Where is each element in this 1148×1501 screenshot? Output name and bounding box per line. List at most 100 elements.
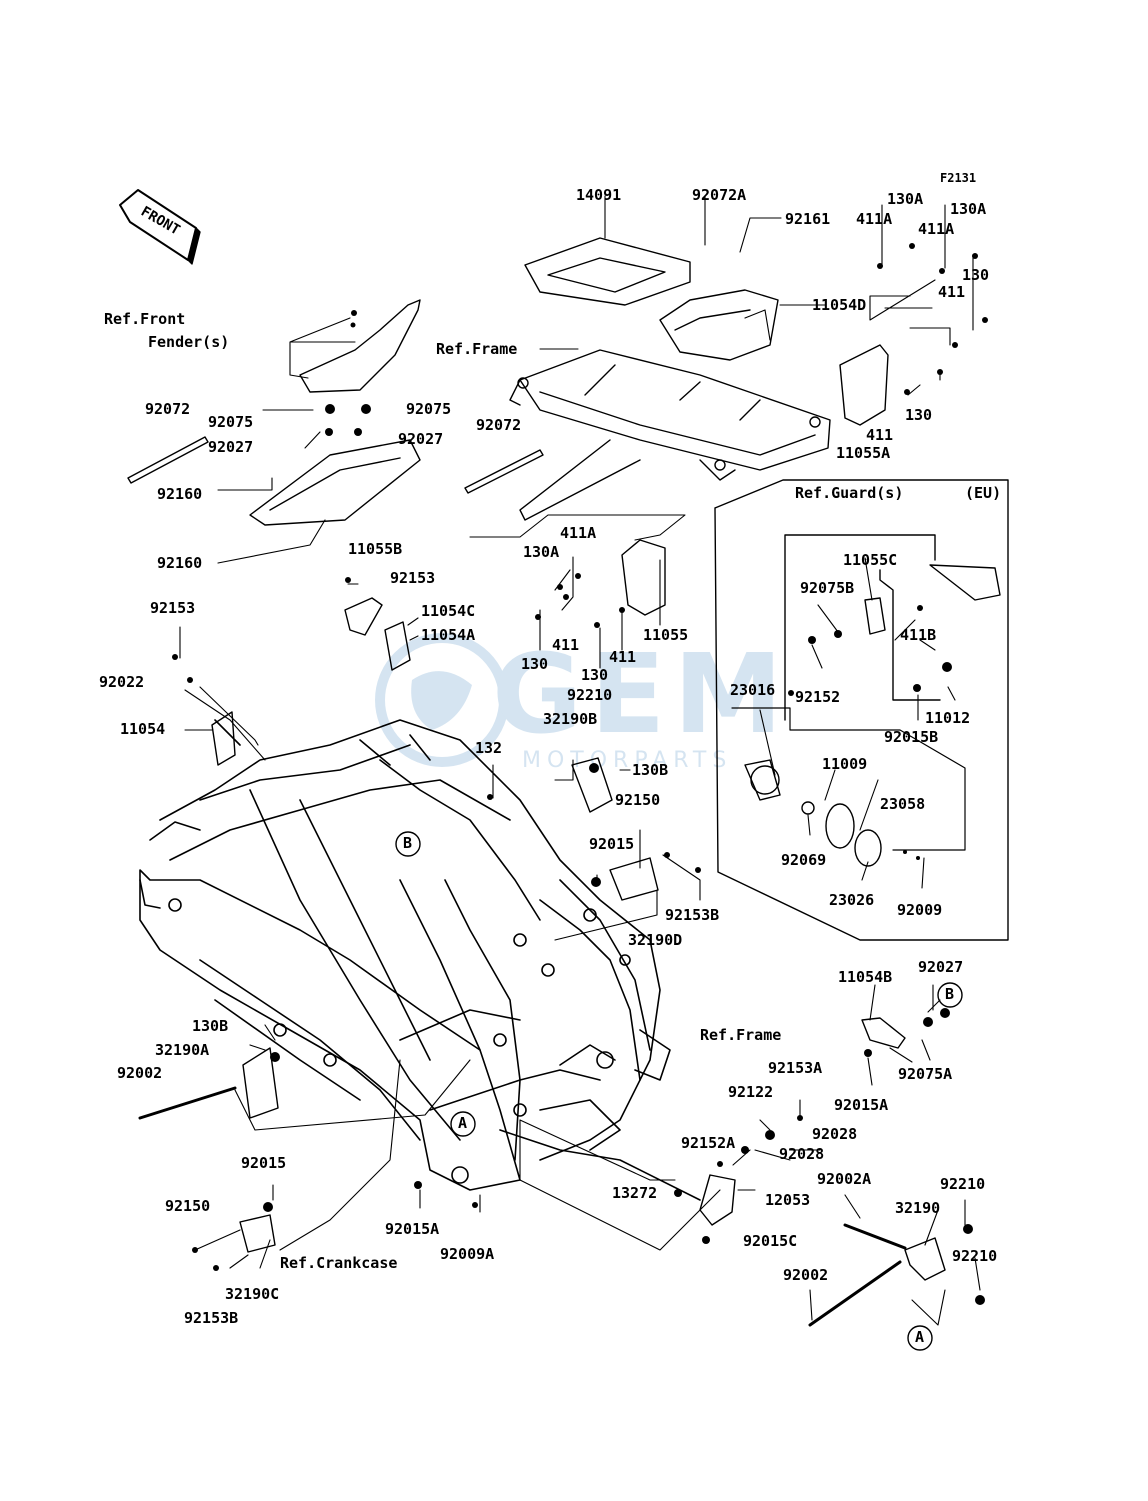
part-11055c: 11055C	[843, 551, 898, 569]
eu-label: (EU)	[965, 484, 1002, 502]
part-92022: 92022	[99, 673, 145, 691]
part-32190d: 32190D	[628, 931, 683, 949]
part-12053: 12053	[765, 1191, 811, 1209]
part-92161: 92161	[785, 210, 831, 228]
part-92028-2: 92028	[779, 1145, 825, 1163]
part-92015a-2: 92015A	[385, 1220, 440, 1238]
watermark: GEM MOTORPARTS	[372, 620, 802, 780]
part-11054d: 11054D	[812, 296, 867, 314]
part-92150-1: 92150	[615, 791, 661, 809]
bracket-11054b	[861, 1017, 906, 1049]
part-32190c: 32190C	[225, 1285, 280, 1303]
part-92027-right: 92027	[398, 430, 444, 448]
fender-bracket	[299, 299, 421, 393]
bracket-11055b	[249, 439, 421, 526]
part-92015-1: 92015	[589, 835, 635, 853]
rear-subframe-drawing	[509, 237, 831, 521]
ref-frame-right: Ref.Frame	[700, 1026, 782, 1044]
part-411a-1: 411A	[856, 210, 893, 228]
part-411-1: 411	[938, 283, 966, 301]
part-92210-2: 92210	[940, 1175, 986, 1193]
callout-b-top: B	[403, 834, 413, 852]
part-92210-1: 92210	[567, 686, 613, 704]
bracket-11054c	[344, 597, 383, 636]
part-92015-2: 92015	[241, 1154, 287, 1172]
part-92009a: 92009A	[440, 1245, 495, 1263]
part-92152: 92152	[795, 688, 841, 706]
main-frame-drawing	[139, 719, 701, 1201]
eu-guard-box	[714, 479, 1009, 941]
part-132: 132	[475, 739, 503, 757]
part-92150-2: 92150	[165, 1197, 211, 1215]
part-92027-left: 92027	[208, 438, 254, 456]
part-11055b: 11055B	[348, 540, 403, 558]
part-92002-right: 92002	[783, 1266, 829, 1284]
part-411-2: 411	[866, 426, 894, 444]
part-32190b: 32190B	[543, 710, 598, 728]
front-arrow-icon: FRONT	[119, 189, 201, 265]
part-130a-1: 130A	[887, 190, 924, 208]
bracket-32190c	[239, 1214, 276, 1253]
callout-a-frame: A	[458, 1114, 468, 1132]
part-130b-2: 130B	[192, 1017, 229, 1035]
part-130b-1: 130B	[632, 761, 669, 779]
bracket-11054a	[384, 621, 411, 671]
part-92027-3: 92027	[918, 958, 964, 976]
ref-crankcase: Ref.Crankcase	[280, 1254, 398, 1272]
part-11012: 11012	[925, 709, 971, 727]
bracket-32190a	[242, 1047, 279, 1119]
part-11054: 11054	[120, 720, 166, 738]
part-130a-2: 130A	[950, 200, 987, 218]
part-130a-3: 130A	[523, 543, 560, 561]
bolt-92002-left	[138, 1086, 237, 1120]
part-92153b-2: 92153B	[184, 1309, 239, 1327]
part-23026: 23026	[829, 891, 875, 909]
bolt-92002a	[843, 1223, 907, 1250]
part-411-3: 411	[552, 636, 580, 654]
part-411-4: 411	[609, 648, 637, 666]
part-92069: 92069	[781, 851, 827, 869]
part-92072-mid: 92072	[476, 416, 522, 434]
part-11055a: 11055A	[836, 444, 891, 462]
part-130-1: 130	[962, 266, 990, 284]
part-130-3: 130	[521, 655, 549, 673]
part-92075-right: 92075	[406, 400, 452, 418]
part-92072-left: 92072	[145, 400, 191, 418]
part-92009: 92009	[897, 901, 943, 919]
part-130-4: 130	[581, 666, 609, 684]
leader-lines	[179, 195, 981, 1326]
part-92153b-1: 92153B	[665, 906, 720, 924]
part-23058: 23058	[880, 795, 926, 813]
bolt-92002-right	[808, 1260, 902, 1327]
bracket-32190b	[571, 757, 613, 813]
part-411a-2: 411A	[918, 220, 955, 238]
part-92122: 92122	[728, 1083, 774, 1101]
part-13272: 13272	[612, 1184, 658, 1202]
ref-guard: Ref.Guard(s)	[795, 484, 904, 502]
part-92210-3: 92210	[952, 1247, 998, 1265]
fasteners	[172, 243, 988, 1305]
ref-front-fender-line2: Fender(s)	[148, 333, 230, 351]
part-92153-1: 92153	[390, 569, 436, 587]
callout-a-bottom: A	[915, 1328, 925, 1346]
part-92153a: 92153A	[768, 1059, 823, 1077]
watermark-globe-icon	[375, 633, 509, 767]
part-92160-1: 92160	[157, 485, 203, 503]
bracket-11055a	[839, 344, 889, 426]
ref-frame-top: Ref.Frame	[436, 340, 518, 358]
part-92075b: 92075B	[800, 579, 855, 597]
part-92015a-1: 92015A	[834, 1096, 889, 1114]
watermark-subtitle: MOTORPARTS	[522, 748, 733, 773]
part-23016: 23016	[730, 681, 776, 699]
bracket-11055	[621, 539, 666, 616]
part-92072a: 92072A	[692, 186, 747, 204]
bracket-11055c	[864, 597, 886, 635]
callout-circles	[395, 831, 963, 1351]
part-92153-2: 92153	[150, 599, 196, 617]
part-32190a: 32190A	[155, 1041, 210, 1059]
part-92075a: 92075A	[898, 1065, 953, 1083]
part-92015c: 92015C	[743, 1232, 798, 1250]
guard-bracket	[929, 564, 1001, 601]
watermark-logo: GEM	[492, 630, 791, 758]
